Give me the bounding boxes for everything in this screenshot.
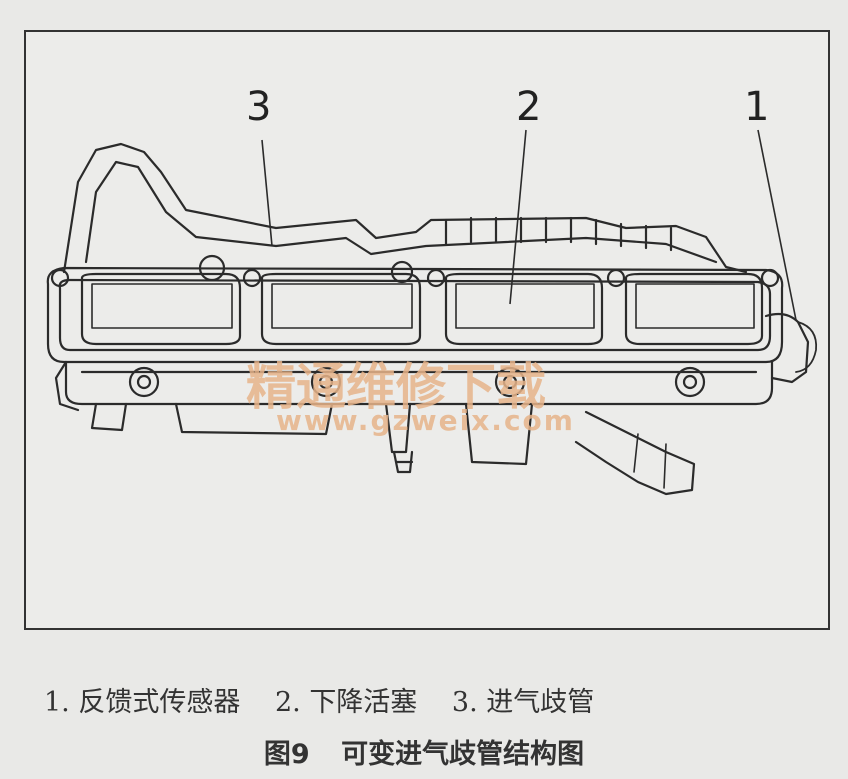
flange-bolt-holes	[50, 254, 780, 288]
manifold-body-upper	[62, 142, 748, 274]
watermark-url: www.gzweix.com	[276, 404, 575, 437]
intake-port-1	[80, 272, 242, 346]
figure-frame: 3 2 1 精通维修下载 www.gzweix.com	[24, 30, 830, 630]
legend-number: 2.	[274, 687, 301, 718]
figure-number: 图9	[263, 739, 310, 770]
intake-port-2	[260, 272, 422, 346]
lower-bosses	[128, 366, 706, 398]
callout-3: 3	[246, 84, 271, 130]
manifold-body-upper-inner	[84, 160, 718, 264]
flange-inner-outline	[58, 278, 772, 352]
legend-text: 下降活塞	[309, 687, 418, 718]
legend-text: 反馈式传感器	[78, 687, 241, 718]
mount-stud	[392, 450, 414, 474]
legend-item-2: 2. 下降活塞	[275, 687, 426, 718]
legend: 1. 反馈式传感器 2. 下降活塞 3. 进气歧管	[44, 680, 620, 719]
leader-line-2	[509, 129, 527, 305]
feedback-sensor-cable	[574, 410, 696, 496]
top-ribs	[444, 216, 673, 252]
intake-manifold-drawing: 3 2 1 精通维修下载 www.gzweix.com	[46, 84, 818, 496]
lower-supports	[174, 402, 534, 466]
left-end-detail	[54, 360, 128, 432]
callout-1: 1	[744, 84, 769, 130]
watermark-text: 精通维修下载	[246, 358, 546, 416]
legend-item-3: 3. 进气歧管	[452, 687, 594, 718]
figure-title: 可变进气歧管结构图	[341, 739, 585, 770]
callout-2: 2	[516, 84, 541, 130]
legend-item-1: 1. 反馈式传感器	[44, 687, 249, 718]
intake-ports	[80, 272, 764, 346]
legend-text: 进气歧管	[486, 687, 595, 718]
lower-rail	[64, 360, 774, 406]
leader-line-3	[261, 139, 273, 247]
legend-number: 3.	[451, 687, 478, 718]
feedback-sensor-housing	[764, 312, 810, 384]
intake-port-4	[624, 272, 764, 346]
figure-caption: 图9 可变进气歧管结构图	[0, 732, 848, 771]
legend-number: 1.	[44, 687, 70, 718]
leader-line-1	[757, 129, 797, 321]
intake-port-3	[444, 272, 604, 346]
